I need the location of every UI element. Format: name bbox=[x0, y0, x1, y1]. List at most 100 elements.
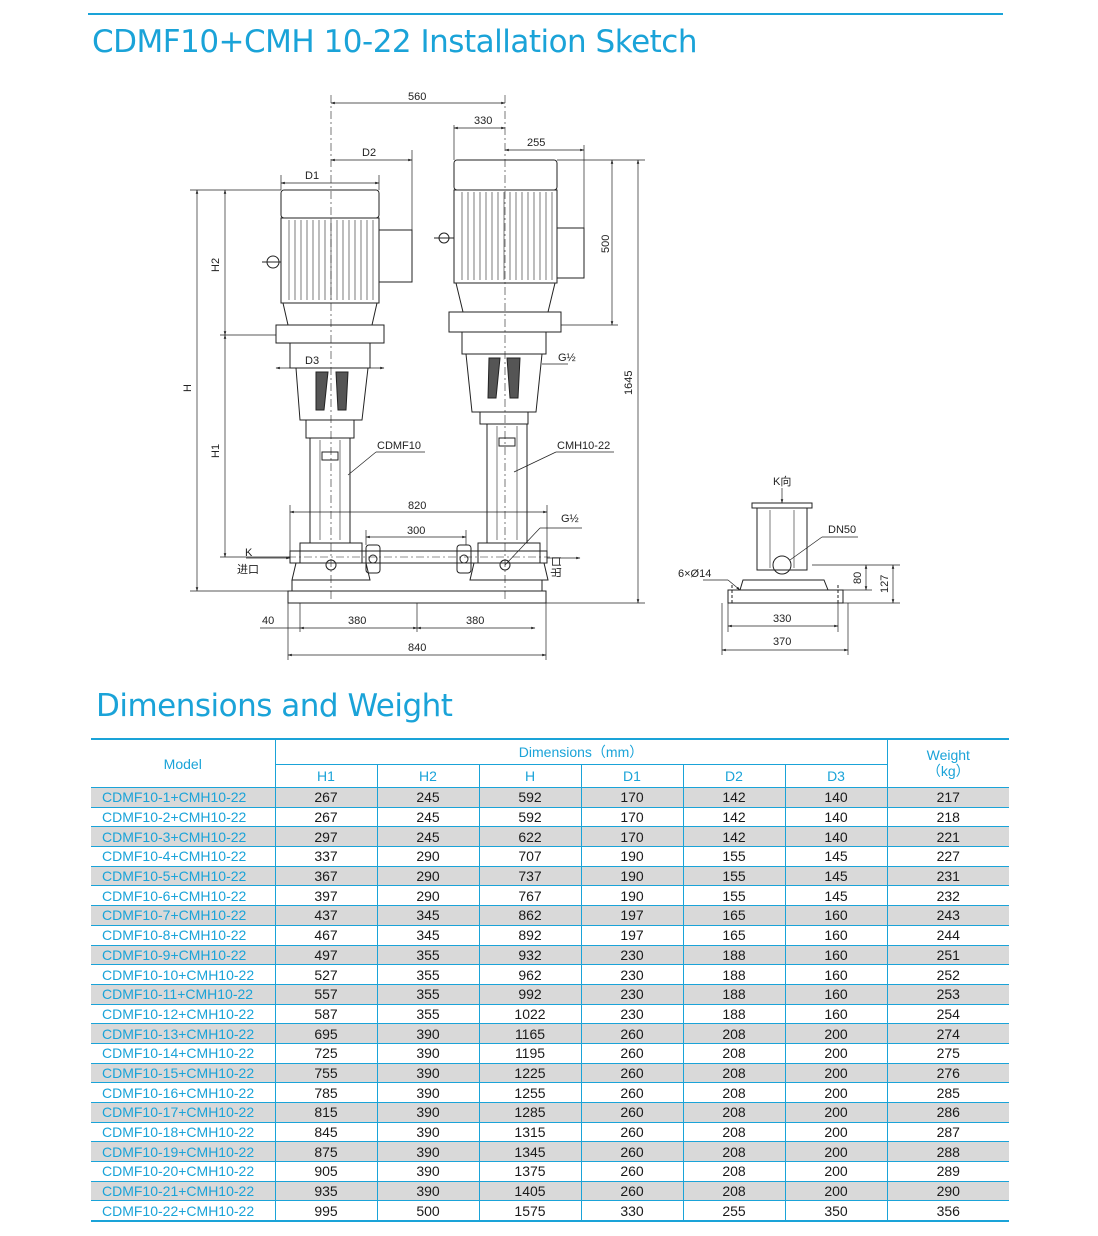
d1-cell: 230 bbox=[581, 945, 684, 966]
dim-1645-label: 1645 bbox=[623, 371, 635, 395]
h2-cell: 390 bbox=[377, 1181, 480, 1202]
cdmf10-label: CDMF10 bbox=[377, 440, 421, 452]
model-cell: CDMF10-10+CMH10-22 bbox=[91, 964, 276, 985]
model-cell: CDMF10-12+CMH10-22 bbox=[91, 1004, 276, 1025]
d3-cell: 160 bbox=[785, 925, 888, 946]
dim-300-label: 300 bbox=[407, 525, 425, 537]
d2-cell: 142 bbox=[683, 807, 786, 828]
d2-cell: 155 bbox=[683, 885, 786, 907]
d1-column-header: D1 bbox=[581, 764, 684, 788]
model-cell: CDMF10-16+CMH10-22 bbox=[91, 1082, 276, 1103]
h-cell: 1285 bbox=[479, 1102, 582, 1123]
model-cell: CDMF10-7+CMH10-22 bbox=[91, 905, 276, 926]
d3-cell: 145 bbox=[785, 846, 888, 867]
h1-cell: 785 bbox=[275, 1082, 378, 1103]
weight-cell: 356 bbox=[887, 1200, 1010, 1223]
h2-cell: 390 bbox=[377, 1063, 480, 1084]
h-cell: 1345 bbox=[479, 1141, 582, 1163]
h-cell: 932 bbox=[479, 945, 582, 966]
h2-cell: 390 bbox=[377, 1161, 480, 1182]
weight-cell: 253 bbox=[887, 984, 1010, 1005]
weight-cell: 251 bbox=[887, 945, 1010, 966]
dim-80-label: 80 bbox=[852, 572, 864, 584]
h-cell: 1165 bbox=[479, 1023, 582, 1044]
weight-cell: 285 bbox=[887, 1082, 1010, 1103]
model-cell: CDMF10-13+CMH10-22 bbox=[91, 1023, 276, 1044]
h2-cell: 290 bbox=[377, 866, 480, 887]
h-cell: 622 bbox=[479, 826, 582, 848]
d2-cell: 188 bbox=[683, 984, 786, 1005]
installation-sketch: 560 330 255 D2 D1 D3 H2 H H1 500 1645 G½… bbox=[182, 91, 900, 660]
dim-330-label: 330 bbox=[474, 115, 492, 127]
d2-cell: 188 bbox=[683, 964, 786, 985]
model-cell: CDMF10-14+CMH10-22 bbox=[91, 1043, 276, 1064]
h1-cell: 397 bbox=[275, 885, 378, 907]
h-cell: 892 bbox=[479, 925, 582, 946]
h-cell: 1022 bbox=[479, 1004, 582, 1025]
d2-cell: 208 bbox=[683, 1102, 786, 1123]
h-cell: 707 bbox=[479, 846, 582, 867]
h1-cell: 267 bbox=[275, 787, 378, 808]
h-cell: 962 bbox=[479, 964, 582, 985]
d3-cell: 140 bbox=[785, 807, 888, 828]
d3-cell: 200 bbox=[785, 1181, 888, 1202]
h1-cell: 527 bbox=[275, 964, 378, 985]
k-label: K bbox=[245, 547, 253, 559]
h2-cell: 245 bbox=[377, 826, 480, 848]
weight-cell: 243 bbox=[887, 905, 1010, 926]
h2-cell: 390 bbox=[377, 1102, 480, 1123]
h-cell: 1375 bbox=[479, 1161, 582, 1182]
d2-cell: 165 bbox=[683, 925, 786, 946]
h1-cell: 557 bbox=[275, 984, 378, 1005]
dn50-label: DN50 bbox=[828, 524, 856, 536]
weight-cell: 290 bbox=[887, 1181, 1010, 1202]
weight-cell: 244 bbox=[887, 925, 1010, 946]
h1-cell: 497 bbox=[275, 945, 378, 966]
d3-cell: 200 bbox=[785, 1043, 888, 1064]
top-rule bbox=[88, 13, 1003, 15]
h1-cell: 437 bbox=[275, 905, 378, 926]
dim-d3-label: D3 bbox=[305, 355, 319, 367]
d1-cell: 197 bbox=[581, 925, 684, 946]
d2-cell: 155 bbox=[683, 846, 786, 867]
h2-cell: 345 bbox=[377, 925, 480, 946]
h2-cell: 355 bbox=[377, 945, 480, 966]
h-cell: 1255 bbox=[479, 1082, 582, 1103]
weight-cell: 288 bbox=[887, 1141, 1010, 1163]
d2-cell: 208 bbox=[683, 1161, 786, 1182]
h1-cell: 587 bbox=[275, 1004, 378, 1025]
d3-cell: 140 bbox=[785, 826, 888, 848]
model-column-header: Model bbox=[91, 738, 276, 788]
h1-cell: 875 bbox=[275, 1141, 378, 1163]
weight-header-label: Weight bbox=[926, 746, 970, 763]
weight-cell: 252 bbox=[887, 964, 1010, 985]
h1-cell: 467 bbox=[275, 925, 378, 946]
dim-h-label: H bbox=[182, 384, 194, 392]
h2-cell: 500 bbox=[377, 1200, 480, 1223]
d3-cell: 200 bbox=[785, 1102, 888, 1123]
dim-380-left-label: 380 bbox=[348, 615, 366, 627]
d2-cell: 208 bbox=[683, 1023, 786, 1044]
d1-cell: 170 bbox=[581, 826, 684, 848]
h-cell: 862 bbox=[479, 905, 582, 926]
weight-cell: 227 bbox=[887, 846, 1010, 867]
d2-cell: 208 bbox=[683, 1082, 786, 1103]
d1-cell: 260 bbox=[581, 1141, 684, 1163]
d3-cell: 200 bbox=[785, 1161, 888, 1182]
d1-cell: 260 bbox=[581, 1082, 684, 1103]
h-cell: 1405 bbox=[479, 1181, 582, 1202]
h-column-header: H bbox=[479, 764, 582, 788]
h1-cell: 905 bbox=[275, 1161, 378, 1182]
d3-cell: 160 bbox=[785, 964, 888, 985]
d2-cell: 208 bbox=[683, 1043, 786, 1064]
d2-cell: 208 bbox=[683, 1141, 786, 1163]
